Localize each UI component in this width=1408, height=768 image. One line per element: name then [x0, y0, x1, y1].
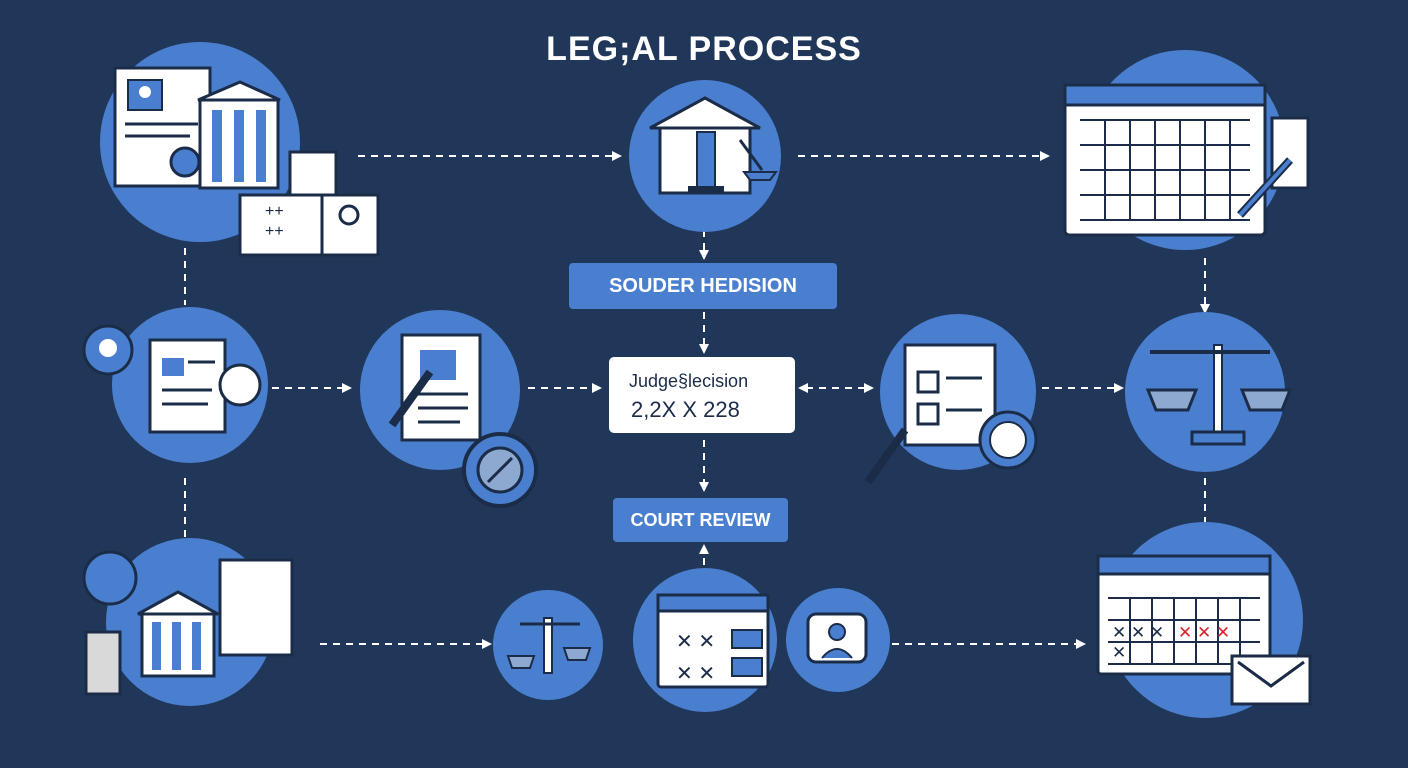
- calendar-checklist-icon: ✕ ✕ ✕ ✕: [633, 568, 777, 712]
- calendar-marked-icon: ✕ ✕ ✕ ✕ ✕ ✕ ✕: [1096, 522, 1312, 718]
- certificate-document-icon: [82, 307, 268, 463]
- balance-scale-icon: [1125, 312, 1293, 472]
- svg-text:✕ ✕ ✕: ✕ ✕ ✕: [1178, 623, 1230, 642]
- svg-text:++: ++: [265, 203, 284, 220]
- checklist-review-icon: [864, 314, 1038, 485]
- svg-text:++: ++: [265, 223, 284, 240]
- page-title: LEG;AL PROCESS: [546, 30, 862, 68]
- svg-text:✕: ✕: [1112, 643, 1126, 662]
- svg-text:✕ ✕: ✕ ✕: [676, 663, 715, 685]
- calendar-schedule-icon: [1063, 50, 1310, 250]
- decision-title: Judge§lecision: [629, 371, 749, 391]
- judge-decision-box: Judge§lecision 2,2X X 228: [609, 357, 795, 433]
- court-review-label: COURT REVIEW: [613, 498, 788, 542]
- courthouse-justice-icon: [629, 80, 781, 232]
- case-filing-icon: ++ ++: [100, 42, 380, 257]
- decision-value: 2,2X X 228: [631, 397, 740, 422]
- document-edit-icon: [360, 310, 538, 508]
- souder-hedision-label: SOUDER HEDISION: [569, 263, 837, 309]
- small-scale-icon: [493, 590, 603, 700]
- connectors: [184, 151, 1210, 649]
- svg-text:✕ ✕: ✕ ✕: [676, 631, 715, 653]
- settings-courthouse-icon: [82, 538, 294, 706]
- svg-text:✕ ✕ ✕: ✕ ✕ ✕: [1112, 623, 1164, 642]
- user-chat-icon: [786, 588, 890, 692]
